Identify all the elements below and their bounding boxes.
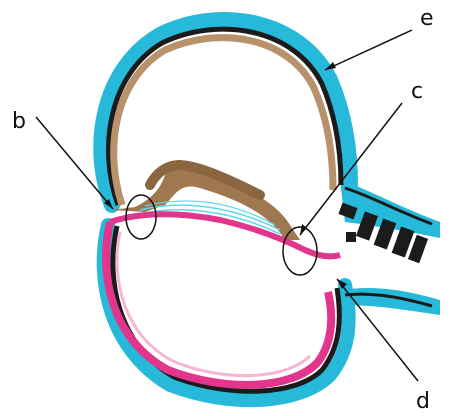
label-c: c [411,79,423,104]
label-d: d [416,389,430,414]
label-b: b [12,109,26,134]
label-e: e [420,6,434,31]
pointer-e [325,30,412,70]
